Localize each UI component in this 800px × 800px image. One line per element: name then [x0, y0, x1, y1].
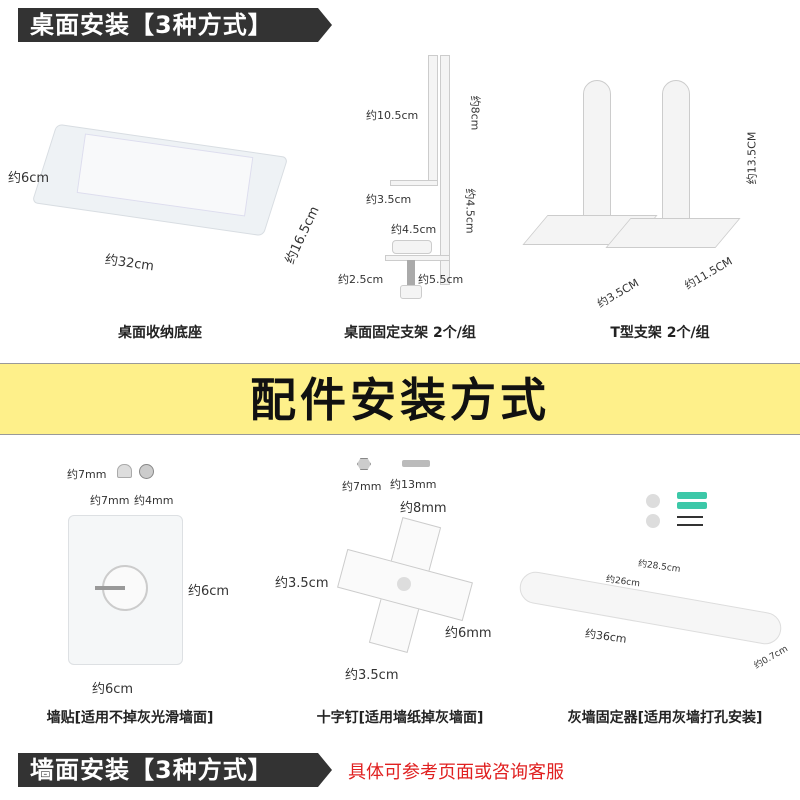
screw-icon [677, 516, 703, 518]
dim: 约3.5CM [595, 276, 642, 311]
dim: 约4.5cm [463, 188, 477, 234]
dim: 约6cm [8, 171, 50, 186]
clamp-pad [392, 240, 432, 254]
caption-cross-nail: 十字钉[适用墙纸掉灰墙面] [316, 710, 484, 726]
wall-anchor-icon [677, 492, 707, 499]
cap-nut-icon [117, 464, 132, 478]
dim: 约28.5cm [637, 559, 682, 575]
dim: 约3.5cm [366, 193, 412, 206]
dim: 约8cm [468, 95, 482, 131]
wall-holder-image [517, 569, 784, 647]
t-bracket-image [662, 80, 690, 235]
caption-desk-base: 桌面收纳底座 [118, 325, 202, 341]
dim: 约6cm [92, 682, 134, 697]
bottom-note: 具体可参考页面或咨询客服 [348, 762, 564, 783]
dim: 约4mm [134, 494, 174, 507]
clamp-knob [400, 285, 422, 299]
t-bracket-image [583, 80, 611, 235]
dim: 约7mm [90, 494, 130, 507]
dim: 约3.5cm [345, 668, 399, 683]
dim: 约7mm [342, 480, 382, 493]
dim: 约2.5cm [338, 273, 384, 286]
dim: 约6cm [188, 584, 230, 599]
dim: 约7mm [67, 468, 107, 481]
dim: 约0.7cm [752, 644, 790, 672]
dim: 约13.5CM [745, 131, 759, 185]
nut-icon [139, 464, 154, 479]
t-bracket-foot [605, 218, 741, 248]
hex-nut-icon [357, 458, 371, 470]
dim: 约5.5cm [418, 273, 464, 286]
dim: 约36cm [584, 627, 628, 646]
dim: 约10.5cm [366, 109, 419, 122]
dim: 约3.5cm [275, 576, 329, 591]
wall-anchor-icon [677, 502, 707, 509]
clamp-screw [407, 260, 415, 288]
clamp-foot [390, 180, 438, 186]
clamp-bracket-bar [440, 55, 450, 285]
caption-wall-sticker: 墙贴[适用不掉灰光滑墙面] [46, 710, 214, 726]
accessory-banner: 配件安装方式 [0, 363, 800, 435]
dim: 约4.5cm [391, 223, 437, 236]
dim: 约32cm [103, 252, 155, 275]
dim: 约16.5cm [282, 204, 323, 267]
caption-t-bracket: T型支架 2个/组 [610, 325, 710, 341]
dim: 约8mm [400, 501, 447, 516]
dim: 约13mm [390, 478, 437, 491]
dim: 约11.5CM [682, 254, 735, 293]
sticker-screw [95, 586, 125, 590]
wall-install-tag: 墙面安装【3种方式】 [18, 753, 332, 787]
screw-icon [402, 460, 430, 467]
dim: 约6mm [445, 626, 492, 641]
clamp-base [385, 255, 450, 261]
clamp-bracket-image [428, 55, 438, 185]
screw-head-icon [646, 514, 660, 528]
cross-nail-hole [397, 577, 411, 591]
caption-wall-holder: 灰墙固定器[适用灰墙打孔安装] [567, 710, 763, 726]
desk-install-tag: 桌面安装【3种方式】 [18, 8, 332, 42]
screw-icon [677, 524, 703, 526]
screw-head-icon [646, 494, 660, 508]
caption-desk-clamp: 桌面固定支架 2个/组 [344, 325, 476, 341]
